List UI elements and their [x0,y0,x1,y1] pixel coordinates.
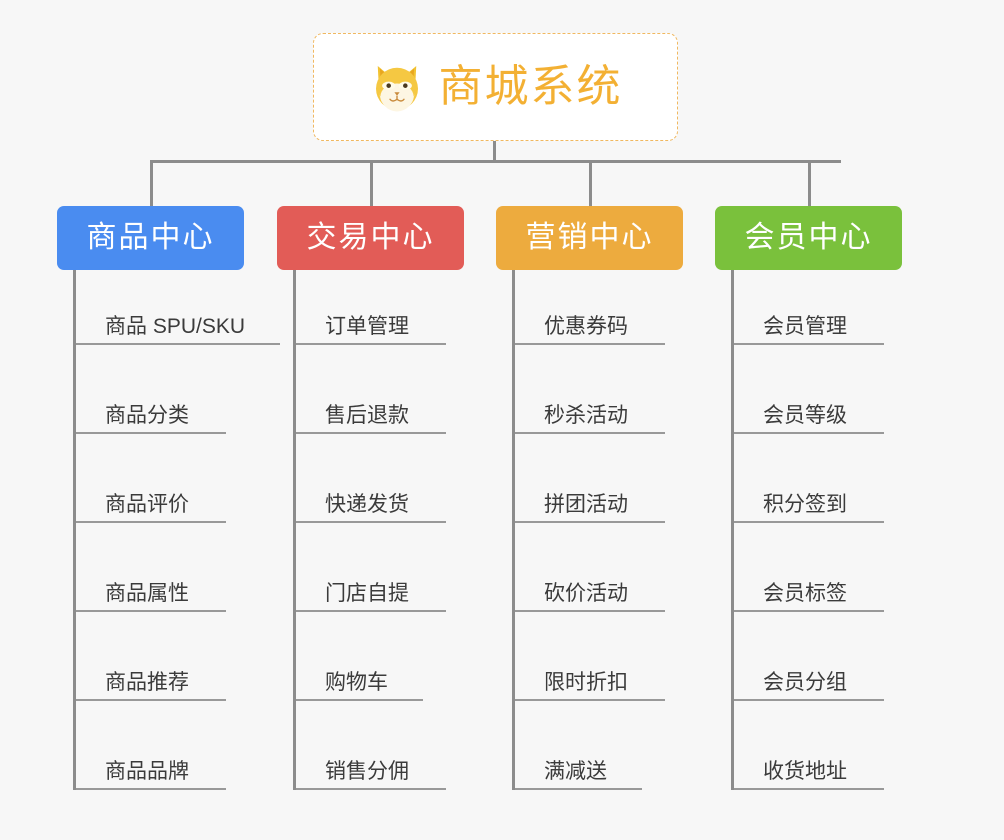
leaf-underline [734,432,884,434]
leaf-item[interactable]: 优惠券码 [515,270,675,359]
leaf-spine-connector [512,270,515,790]
leaf-item-label: 售后退款 [325,404,409,427]
leaf-item-label: 秒杀活动 [544,404,628,427]
leaf-underline [76,610,226,612]
leaf-item[interactable]: 商品品牌 [76,715,236,804]
leaf-item[interactable]: 会员管理 [734,270,894,359]
leaf-underline [296,788,446,790]
leaf-item-label: 限时折扣 [544,671,628,694]
leaf-item[interactable]: 商品评价 [76,448,236,537]
category-drop-connector [370,163,373,206]
leaf-item[interactable]: 门店自提 [296,537,456,626]
category-box-4[interactable]: 会员中心 [715,206,902,270]
leaf-underline [296,343,446,345]
leaf-spine-connector [731,270,734,790]
leaf-item-label: 会员标签 [763,582,847,605]
leaf-item-label: 购物车 [325,671,388,694]
leaf-underline [76,788,226,790]
category-drop-connector [150,163,153,206]
leaf-underline [734,343,884,345]
leaf-item[interactable]: 订单管理 [296,270,456,359]
root-drop-connector [493,141,496,162]
leaf-item[interactable]: 会员等级 [734,359,894,448]
leaf-item-label: 积分签到 [763,493,847,516]
leaf-underline [515,699,665,701]
leaf-underline [515,343,665,345]
leaf-item[interactable]: 售后退款 [296,359,456,448]
leaf-item[interactable]: 商品分类 [76,359,236,448]
leaf-item[interactable]: 会员标签 [734,537,894,626]
leaf-underline [296,699,423,701]
leaf-item-label: 商品品牌 [105,760,189,783]
category-drop-connector [808,163,811,206]
leaf-item[interactable]: 商品 SPU/SKU [76,270,290,359]
shiba-dog-icon [375,66,418,112]
leaf-item-label: 商品推荐 [105,671,189,694]
leaf-item[interactable]: 积分签到 [734,448,894,537]
root-node[interactable]: 商城系统 [313,33,678,141]
leaf-item[interactable]: 秒杀活动 [515,359,675,448]
leaf-item[interactable]: 销售分佣 [296,715,456,804]
branch-bar-connector [150,160,841,163]
leaf-underline [76,521,226,523]
leaf-item-label: 满减送 [544,760,607,783]
leaf-underline [734,521,884,523]
category-box-2[interactable]: 交易中心 [277,206,464,270]
category-box-3[interactable]: 营销中心 [496,206,683,270]
leaf-item[interactable]: 会员分组 [734,626,894,715]
leaf-item-label: 收货地址 [763,760,847,783]
root-title: 商城系统 [438,62,623,111]
leaf-item-label: 商品 SPU/SKU [105,315,246,338]
leaf-underline [296,521,446,523]
leaf-item[interactable]: 满减送 [515,715,652,804]
leaf-underline [515,432,665,434]
leaf-item[interactable]: 拼团活动 [515,448,675,537]
leaf-item[interactable]: 收货地址 [734,715,894,804]
leaf-item-label: 快递发货 [325,493,409,516]
leaf-item-label: 会员分组 [763,671,847,694]
leaf-spine-connector [73,270,76,790]
leaf-item-label: 会员管理 [763,315,847,338]
leaf-item-label: 商品分类 [105,404,189,427]
category-drop-connector [589,163,592,206]
leaf-underline [76,699,226,701]
leaf-underline [734,699,884,701]
leaf-underline [515,521,665,523]
leaf-underline [734,610,884,612]
leaf-item[interactable]: 商品推荐 [76,626,236,715]
category-box-1[interactable]: 商品中心 [57,206,244,270]
category-label: 商品中心 [86,221,215,254]
leaf-underline [76,343,280,345]
leaf-item-label: 销售分佣 [325,760,409,783]
leaf-underline [296,432,446,434]
leaf-item[interactable]: 砍价活动 [515,537,675,626]
leaf-underline [515,788,642,790]
category-label: 交易中心 [306,221,435,254]
leaf-item[interactable]: 商品属性 [76,537,236,626]
category-label: 会员中心 [744,221,873,254]
leaf-item-label: 商品评价 [105,493,189,516]
leaf-item-label: 优惠券码 [544,315,628,338]
leaf-item-label: 门店自提 [325,582,409,605]
leaf-underline [515,610,665,612]
category-label: 营销中心 [525,221,654,254]
leaf-item-label: 商品属性 [105,582,189,605]
leaf-item-label: 会员等级 [763,404,847,427]
leaf-item-label: 砍价活动 [544,582,628,605]
leaf-underline [296,610,446,612]
leaf-spine-connector [293,270,296,790]
leaf-item[interactable]: 购物车 [296,626,433,715]
leaf-item-label: 拼团活动 [544,493,628,516]
leaf-item[interactable]: 快递发货 [296,448,456,537]
leaf-item[interactable]: 限时折扣 [515,626,675,715]
leaf-underline [76,432,226,434]
leaf-underline [734,788,884,790]
leaf-item-label: 订单管理 [325,315,409,338]
